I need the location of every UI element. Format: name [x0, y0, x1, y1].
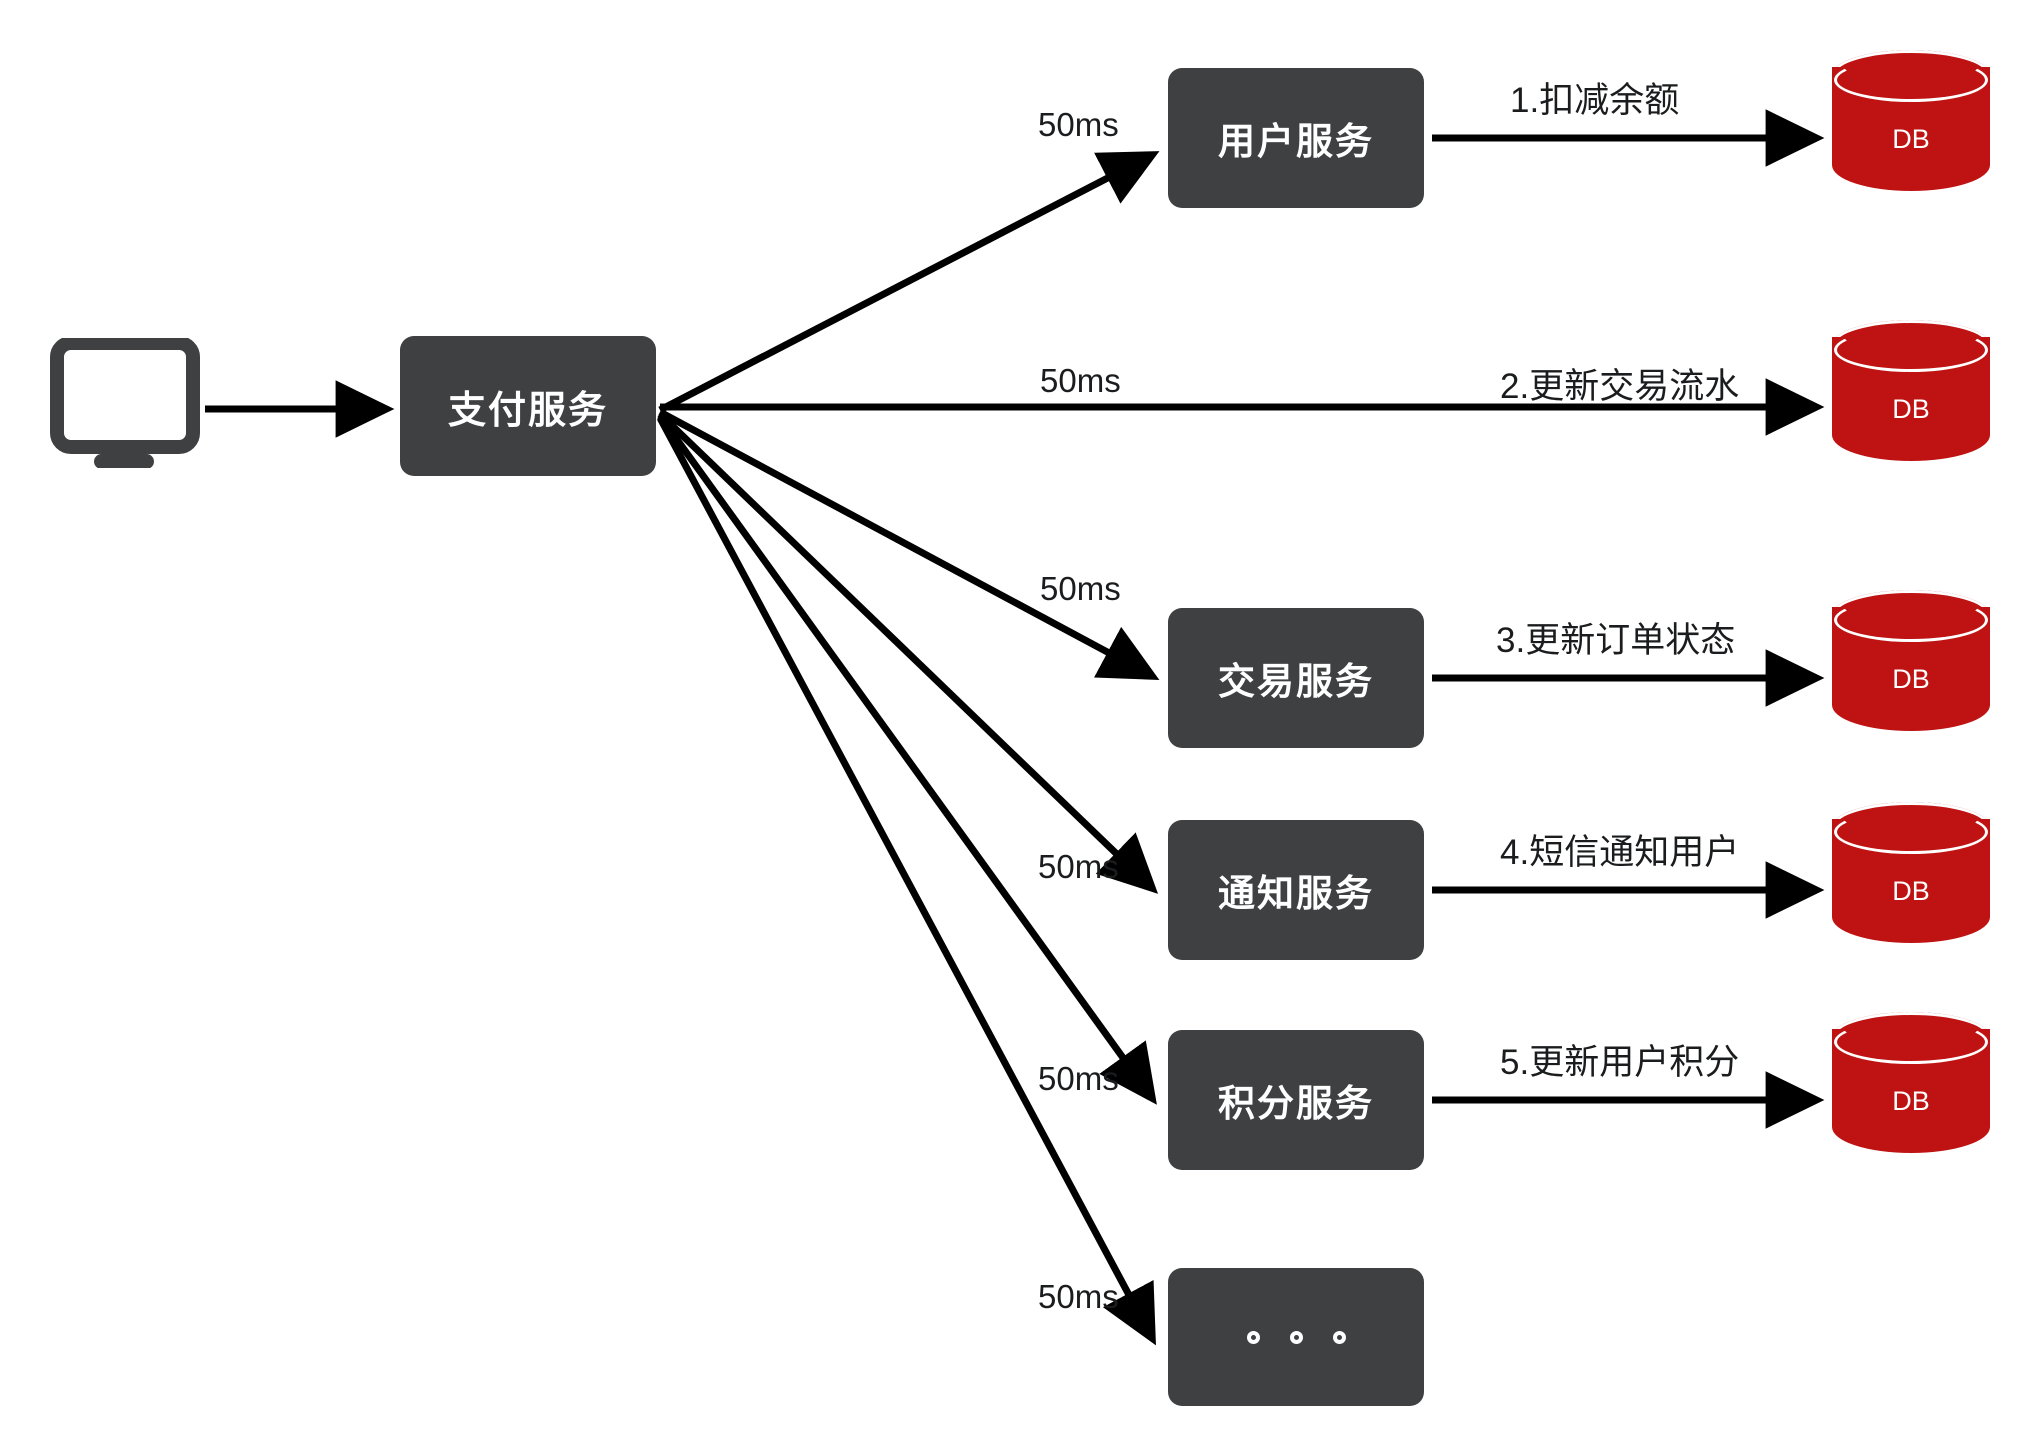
db-action-label-5: 5.更新用户积分 [1500, 1043, 1740, 1082]
ellipsis-dot-1 [1246, 1330, 1260, 1344]
db-rim-5 [1834, 1020, 1988, 1064]
service-box-points-label: 积分服务 [1218, 1083, 1374, 1124]
latency-label-branch-2: 50ms [1040, 362, 1121, 399]
database-cylinder-3: DB [1832, 590, 1990, 748]
service-box-notification[interactable]: 通知服务 [1168, 820, 1424, 960]
db-label-3: DB [1892, 664, 1930, 694]
service-box-user-label: 用户服务 [1218, 121, 1374, 162]
ellipsis-dot-3 [1332, 1330, 1346, 1344]
desktop-monitor-icon [50, 336, 200, 469]
db-rim-4 [1834, 810, 1988, 854]
latency-label-branch-6: 50ms [1038, 1278, 1119, 1315]
database-cylinder-1: DB [1832, 50, 1990, 208]
service-box-transaction-label: 交易服务 [1218, 661, 1374, 702]
service-box-payment[interactable]: 支付服务 [400, 336, 656, 476]
database-cylinder-2: DB [1832, 320, 1990, 478]
latency-label-branch-5: 50ms [1038, 1060, 1119, 1097]
database-cylinder-4: DB [1832, 802, 1990, 960]
database-cylinder-5: DB [1832, 1012, 1990, 1170]
db-label-1: DB [1892, 124, 1930, 154]
db-label-2: DB [1892, 394, 1930, 424]
edge-payment-to-branch-3 [658, 408, 1160, 680]
service-box-user[interactable]: 用户服务 [1168, 68, 1424, 208]
service-box-payment-label: 支付服务 [447, 389, 608, 432]
service-box-transaction[interactable]: 交易服务 [1168, 608, 1424, 748]
db-action-label-2: 2.更新交易流水 [1500, 367, 1740, 406]
db-action-label-4: 4.短信通知用户 [1500, 833, 1740, 872]
service-box-points[interactable]: 积分服务 [1168, 1030, 1424, 1170]
db-label-5: DB [1892, 1086, 1930, 1116]
db-action-label-3: 3.更新订单状态 [1496, 621, 1736, 660]
edge-payment-to-branch-4 [657, 411, 1159, 894]
db-label-4: DB [1892, 876, 1930, 906]
latency-label-branch-3: 50ms [1040, 570, 1121, 607]
edge-payment-to-branch-5 [657, 413, 1157, 1105]
latency-label-branch-1: 50ms [1038, 106, 1119, 143]
db-rim-2 [1834, 328, 1988, 372]
ellipsis-icon [1168, 1268, 1424, 1406]
service-box-more[interactable] [1168, 1268, 1424, 1406]
service-box-notification-label: 通知服务 [1218, 873, 1374, 914]
db-rim-1 [1834, 58, 1988, 102]
latency-label-branch-4: 50ms [1038, 848, 1119, 885]
db-rim-3 [1834, 598, 1988, 642]
db-action-label-1: 1.扣减余额 [1510, 81, 1680, 120]
ellipsis-dot-2 [1289, 1330, 1303, 1344]
